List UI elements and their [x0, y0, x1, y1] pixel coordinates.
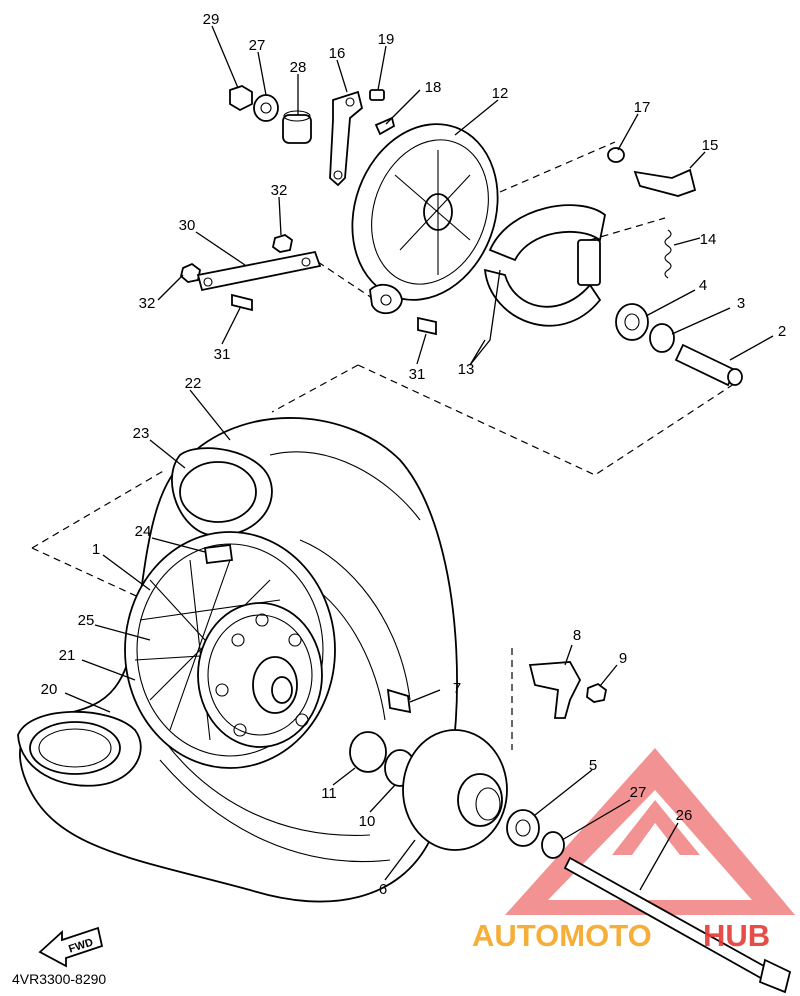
- callout-11: 11: [321, 785, 337, 802]
- watermark-logo: [505, 748, 795, 915]
- watermark-text: AUTOMOTO HUB: [472, 918, 770, 953]
- callout-4: 4: [699, 277, 707, 294]
- callout-18: 18: [425, 79, 442, 96]
- callout-9: 9: [619, 650, 627, 667]
- callout-12: 12: [492, 85, 509, 102]
- callout-21: 21: [59, 647, 76, 664]
- callout-26: 26: [676, 807, 693, 824]
- callout-10: 10: [359, 813, 376, 830]
- callout-16: 16: [329, 45, 346, 62]
- callout-27b: 27: [630, 784, 647, 801]
- callout-14: 14: [700, 231, 717, 248]
- callout-5: 5: [589, 757, 597, 774]
- callout-15: 15: [702, 137, 719, 154]
- brake-shoes: [483, 204, 606, 327]
- callout-29: 29: [203, 11, 220, 28]
- callout-23: 23: [133, 425, 150, 442]
- callout-27: 27: [249, 37, 266, 54]
- callout-30: 30: [179, 217, 196, 234]
- callout-32b: 32: [139, 295, 156, 312]
- callout-6: 6: [379, 881, 387, 898]
- callout-8: 8: [573, 627, 581, 644]
- callout-31b: 31: [409, 366, 426, 383]
- callout-24: 24: [135, 523, 152, 540]
- callout-19: 19: [378, 31, 395, 48]
- callout-1: 1: [92, 541, 100, 558]
- callout-20: 20: [41, 681, 58, 698]
- drawing-code: 4VR3300-8290: [12, 971, 106, 987]
- small-parts: [179, 85, 792, 994]
- fwd-arrow: FWD: [38, 926, 104, 968]
- callout-28: 28: [290, 59, 307, 76]
- leader-lines: [64, 25, 774, 891]
- callout-31: 31: [214, 346, 231, 363]
- assembly-guide-lines: [31, 141, 741, 750]
- watermark-text-automoto: AUTOMOTO: [472, 918, 652, 953]
- wheel-hub: [197, 602, 323, 748]
- callout-32: 32: [271, 182, 288, 199]
- watermark-text-hub: HUB: [703, 918, 770, 953]
- brake-panel: [351, 123, 499, 314]
- callout-labels: 29 27 28 16 19 18 12 17 15 32 30 14 4 3 …: [41, 11, 787, 898]
- callout-17: 17: [634, 99, 651, 116]
- callout-22: 22: [185, 375, 202, 392]
- callout-13: 13: [458, 361, 475, 378]
- callout-25: 25: [78, 612, 95, 629]
- callout-3: 3: [737, 295, 745, 312]
- callout-7: 7: [453, 680, 461, 697]
- inner-tube: [17, 447, 273, 787]
- callout-2: 2: [778, 323, 786, 340]
